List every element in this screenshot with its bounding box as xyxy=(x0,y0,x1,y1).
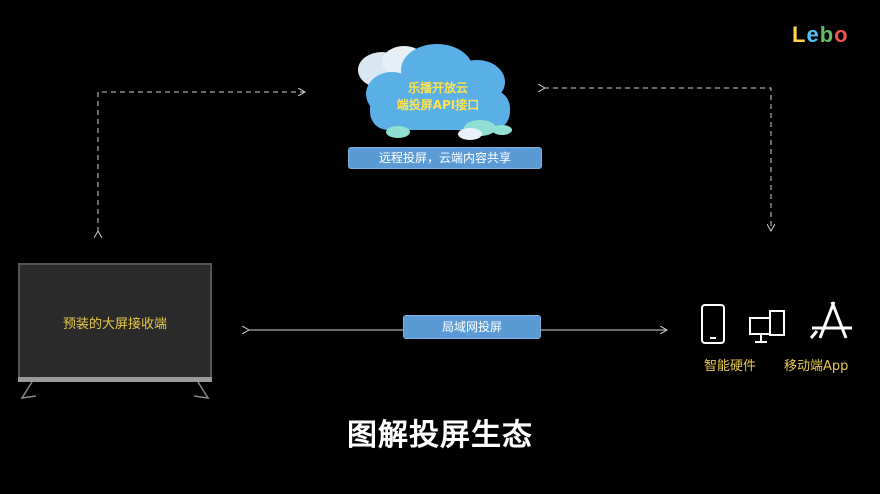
mobile-app-label: 移动端App xyxy=(784,359,849,374)
phone-icon xyxy=(701,304,725,344)
logo-letter-l: L xyxy=(792,22,807,47)
desktop-icon xyxy=(749,310,785,343)
cloud-label: 乐播开放云 端投屏API接口 xyxy=(376,80,500,114)
cloud-label-line1: 乐播开放云 xyxy=(407,81,468,95)
cloud-label-line2: 端投屏API接口 xyxy=(396,98,480,112)
lan-projection-pill: 局域网投屏 xyxy=(403,315,541,339)
lebo-logo: Lebo xyxy=(792,22,849,48)
remote-projection-pill: 远程投屏，云端内容共享 xyxy=(348,147,542,169)
tv-screen xyxy=(18,263,212,379)
app-store-icon xyxy=(809,301,852,339)
dashed-arrow-cloud-to-devices xyxy=(544,88,771,230)
smart-hardware-label: 智能硬件 xyxy=(704,359,757,374)
cloud-icon xyxy=(352,42,522,142)
tv-left-foot xyxy=(20,381,37,399)
dashed-arrow-tv-to-cloud xyxy=(98,92,304,232)
tv-right-foot xyxy=(193,381,210,399)
logo-letter-o: o xyxy=(834,22,849,47)
logo-letter-b: b xyxy=(819,22,835,47)
page-title: 图解投屏生态 xyxy=(347,418,533,453)
tv-bezel xyxy=(18,377,212,382)
tv-label: 预装的大屏接收端 xyxy=(62,317,167,332)
logo-letter-e: e xyxy=(806,22,820,47)
